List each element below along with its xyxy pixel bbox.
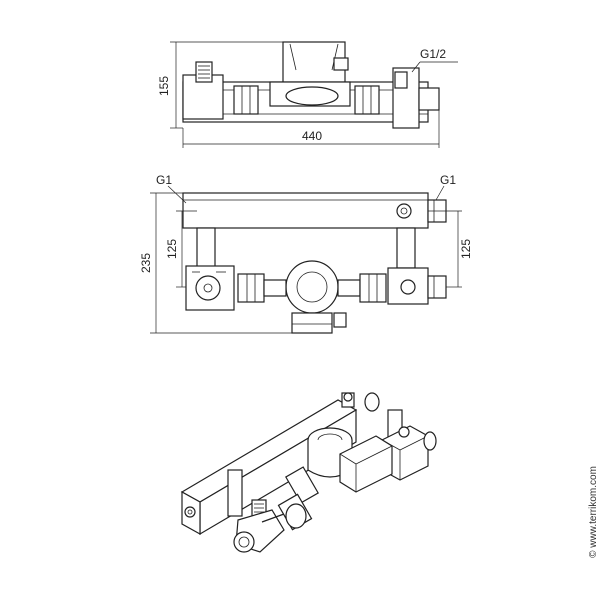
top-view — [182, 41, 440, 129]
top-view-dimensions — [170, 41, 458, 148]
dim-top-width-label: 440 — [302, 129, 322, 143]
dim-front-left-spacing-label: 125 — [165, 239, 179, 259]
dim-front-right-spacing-label: 125 — [459, 239, 473, 259]
dim-front-left-thread-label: G1 — [156, 173, 172, 187]
front-view-dimensions — [150, 185, 462, 334]
dim-front-right-thread-label: G1 — [440, 173, 456, 187]
dim-top-height-label: 155 — [157, 76, 171, 96]
dim-front-overall-height-label: 235 — [139, 253, 153, 273]
watermark: © www.terrikom.com — [588, 466, 599, 558]
dim-top-thread-label: G1/2 — [420, 47, 446, 61]
isometric-view — [180, 392, 437, 553]
front-view — [182, 192, 447, 334]
